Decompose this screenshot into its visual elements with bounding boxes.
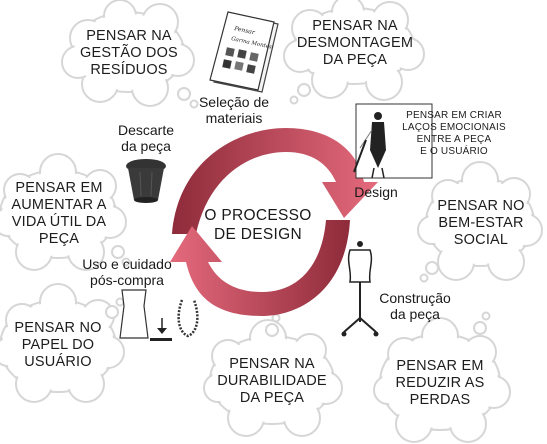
cloud-desmontagem bbox=[283, 0, 425, 105]
cloud-vida-util-line-3: VIDA ÚTIL DA bbox=[11, 214, 107, 230]
cloud-reduzir-line-1: PENSAR EM bbox=[396, 358, 484, 374]
cloud-durabilidade bbox=[203, 313, 343, 437]
dress-form-icon bbox=[341, 241, 379, 337]
arrow-top bbox=[172, 128, 378, 234]
cloud-papel-usuario bbox=[0, 283, 125, 403]
cloud-durabilidade-line-3: DA PEÇA bbox=[239, 390, 305, 406]
cloud-lacos-line-4: E O USUÁRIO bbox=[420, 146, 488, 157]
stage-label-selecao-line-1: Seleção de bbox=[198, 94, 270, 110]
cloud-reduzir-line-3: PERDAS bbox=[409, 392, 471, 408]
stage-label-uso: Uso e cuidado pós-compra bbox=[72, 256, 182, 288]
cloud-bem-estar-line-3: SOCIAL bbox=[453, 232, 509, 248]
cloud-desmontagem-line-1: PENSAR NA bbox=[312, 18, 398, 34]
stage-label-descarte-line-1: Descarte bbox=[117, 122, 175, 138]
stage-label-construcao-line-2: da peça bbox=[390, 306, 440, 322]
cloud-desmontagem-line-2: DESMONTAGEM bbox=[296, 35, 414, 51]
cloud-bem-estar-line-1: PENSAR NO bbox=[437, 198, 525, 214]
cloud-text-bem-estar: PENSAR NO BEM-ESTAR SOCIAL bbox=[434, 198, 528, 249]
stage-label-construcao-line-1: Construção bbox=[379, 290, 451, 306]
cloud-desmontagem-line-3: DA PEÇA bbox=[322, 52, 388, 68]
cloud-gestao-residuos bbox=[61, 0, 199, 109]
cloud-reduzir-perdas bbox=[373, 311, 511, 443]
care-symbol-icon bbox=[150, 318, 172, 341]
cloud-text-durabilidade: PENSAR NA DURABILIDADE DA PEÇA bbox=[214, 356, 330, 407]
cloud-text-reduzir-perdas: PENSAR EM REDUZIR AS PERDAS bbox=[392, 358, 488, 409]
trash-can-icon bbox=[126, 159, 166, 203]
notebook-line-1: Pensar bbox=[233, 25, 257, 37]
necklace-icon bbox=[177, 299, 199, 338]
stage-label-design: Design bbox=[346, 184, 406, 200]
cloud-durabilidade-line-1: PENSAR NA bbox=[229, 356, 315, 372]
cloud-lacos-line-3: ENTRE A PEÇA bbox=[416, 134, 492, 145]
cloud-papel-line-3: USUÁRIO bbox=[24, 354, 92, 370]
cloud-papel-line-1: PENSAR NO bbox=[14, 320, 102, 336]
cloud-text-gestao-residuos: PENSAR NA GESTÃO DOS RESÍDUOS bbox=[76, 28, 182, 79]
cloud-gestao-line-1: PENSAR NA bbox=[86, 28, 172, 44]
cloud-lacos-line-1: PENSAR EM CRIAR bbox=[406, 110, 502, 121]
stage-label-descarte-line-2: da peça bbox=[121, 138, 171, 154]
cloud-gestao-line-2: GESTÃO DOS bbox=[80, 45, 178, 61]
cloud-text-papel-usuario: PENSAR NO PAPEL DO USUÁRIO bbox=[10, 320, 106, 371]
cloud-text-lacos: PENSAR EM CRIAR LAÇOS EMOCIONAIS ENTRE A… bbox=[396, 110, 512, 158]
center-title-line-2: DE DESIGN bbox=[214, 226, 302, 243]
fashion-sketch-icon bbox=[355, 103, 433, 179]
cloud-lacos-line-2: LAÇOS EMOCIONAIS bbox=[402, 122, 506, 133]
stage-label-uso-line-1: Uso e cuidado bbox=[82, 256, 172, 272]
cloud-vida-util-line-1: PENSAR EM bbox=[15, 180, 103, 196]
stage-label-construcao: Construção da peça bbox=[372, 290, 458, 322]
arrow-bottom bbox=[170, 220, 350, 316]
cloud-text-desmontagem: PENSAR NA DESMONTAGEM DA PEÇA bbox=[296, 18, 414, 69]
material-notebook-icon: Pensar Garma Montesi bbox=[209, 11, 279, 93]
stage-label-selecao: Seleção de materiais bbox=[186, 94, 282, 126]
stage-label-selecao-line-2: materiais bbox=[205, 110, 263, 126]
pen-icon bbox=[353, 139, 367, 173]
cloud-bem-estar bbox=[417, 161, 543, 283]
cloud-papel-line-2: PAPEL DO bbox=[21, 337, 95, 353]
process-cycle-arrows bbox=[170, 128, 378, 316]
cloud-bem-estar-line-2: BEM-ESTAR bbox=[438, 215, 524, 231]
garment-icon bbox=[119, 289, 149, 339]
stage-label-descarte: Descarte da peça bbox=[108, 122, 184, 154]
cloud-reduzir-line-2: REDUZIR AS bbox=[395, 375, 485, 391]
cloud-vida-util-line-4: PEÇA bbox=[38, 231, 80, 247]
center-title-line-1: O PROCESSO bbox=[204, 207, 312, 224]
cloud-gestao-line-3: RESÍDUOS bbox=[90, 62, 168, 78]
cloud-durabilidade-line-2: DURABILIDADE bbox=[217, 373, 327, 389]
stage-label-design-line-1: Design bbox=[354, 184, 398, 200]
cloud-vida-util bbox=[0, 153, 131, 271]
stage-label-uso-line-2: pós-compra bbox=[90, 272, 164, 288]
cloud-vida-util-line-2: AUMENTAR A bbox=[11, 197, 107, 213]
center-title: O PROCESSO DE DESIGN bbox=[203, 206, 313, 244]
cloud-text-vida-util: PENSAR EM AUMENTAR A VIDA ÚTIL DA PEÇA bbox=[6, 180, 112, 248]
